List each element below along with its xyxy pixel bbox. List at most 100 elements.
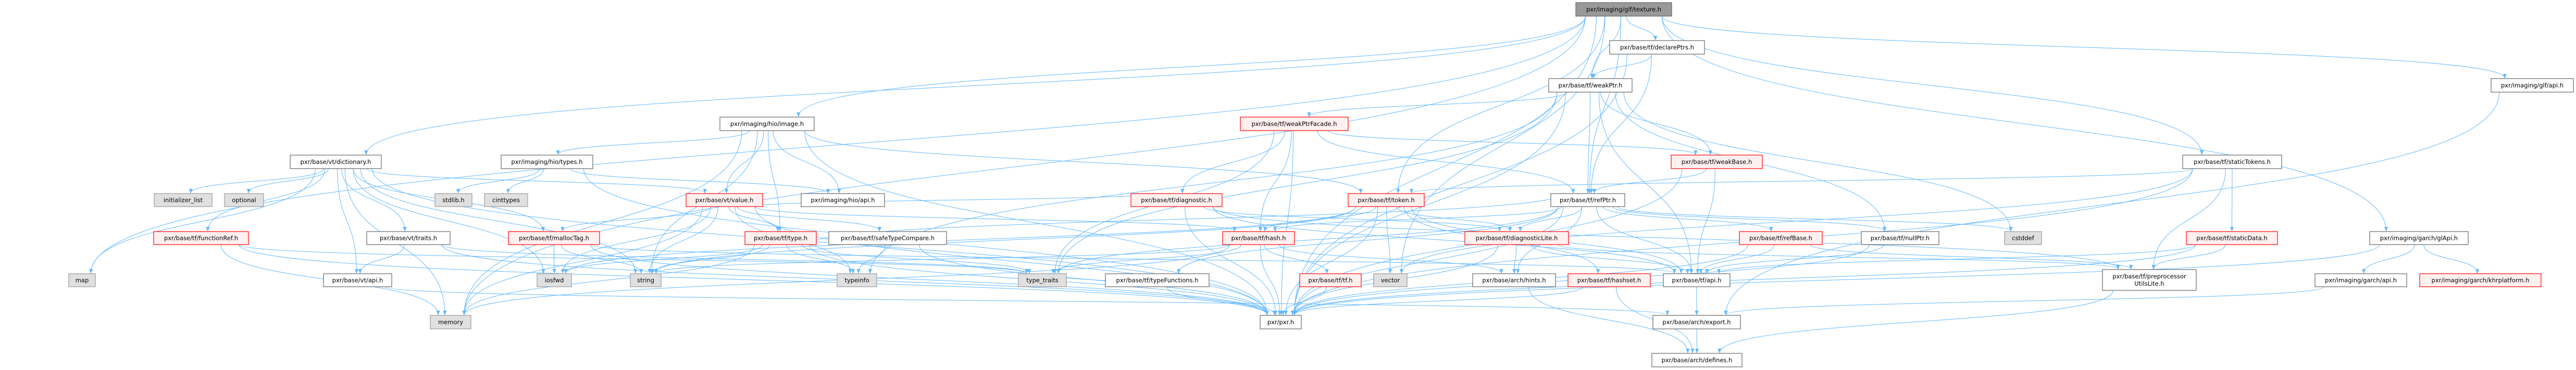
node-box[interactable] (1671, 155, 1763, 169)
node-hioTypes[interactable]: pxr/imaging/hio/types.h (501, 155, 593, 169)
node-box[interactable] (1861, 231, 1939, 245)
node-label: typeinfo (844, 277, 869, 284)
node-box[interactable] (323, 273, 392, 287)
node-vtTraits[interactable]: pxr/base/vt/traits.h (366, 231, 451, 245)
node-functionRef[interactable]: pxr/base/tf/functionRef.h (153, 231, 249, 245)
node-dictionary[interactable]: pxr/base/vt/dictionary.h (290, 155, 382, 169)
node-box[interactable] (1472, 273, 1556, 287)
node-label: pxr/base/vt/dictionary.h (301, 158, 371, 165)
node-diagnosticLite[interactable]: pxr/base/tf/diagnosticLite.h (1464, 231, 1569, 245)
node-label: pxr/imaging/garch/api.h (2325, 277, 2397, 284)
node-declarePtrs[interactable]: pxr/base/tf/declarePtrs.h (1609, 40, 1705, 55)
node-tfType[interactable]: pxr/base/tf/type.h (744, 231, 817, 245)
edge-weakBase-to-refPtr (1592, 168, 1707, 194)
node-label: pxr/imaging/glf/texture.h (1586, 6, 1661, 13)
node-label: type_traits (1026, 277, 1058, 284)
edge-refPtr-to-typeFunctions (1177, 206, 1559, 274)
node-weakPtr[interactable]: pxr/base/tf/weakPtr.h (1548, 78, 1633, 93)
node-box[interactable] (801, 193, 885, 207)
node-box[interactable] (501, 155, 593, 169)
node-defines[interactable]: pxr/base/arch/defines.h (1651, 353, 1743, 367)
node-token[interactable]: pxr/base/tf/token.h (1348, 193, 1425, 207)
edge-dictionary-to-value (366, 168, 707, 194)
edge-dictionary-to-iosfwd (353, 168, 545, 274)
node-box[interactable] (1652, 315, 1741, 329)
edge-value-to-tfType (728, 206, 780, 232)
node-refPtr[interactable]: pxr/base/tf/refPtr.h (1550, 193, 1625, 207)
node-label: pxr/base/tf/diagnosticLite.h (1476, 235, 1558, 242)
node-box[interactable] (1609, 40, 1705, 55)
node-label: pxr/base/tf/weakBase.h (1682, 158, 1752, 165)
node-hash[interactable]: pxr/base/tf/hash.h (1222, 231, 1295, 245)
node-export[interactable]: pxr/base/arch/export.h (1652, 315, 1741, 329)
node-box[interactable] (1240, 117, 1349, 131)
node-texture: pxr/imaging/glf/texture.h (1575, 2, 1672, 17)
node-weakPtrFacade[interactable]: pxr/base/tf/weakPtrFacade.h (1240, 117, 1349, 131)
edge-refPtr-to-tfApi (1596, 206, 1694, 274)
node-box[interactable] (290, 155, 382, 169)
node-garchApi[interactable]: pxr/imaging/garch/api.h (2314, 273, 2407, 287)
node-box[interactable] (366, 231, 451, 245)
node-box[interactable] (1348, 193, 1425, 207)
node-glfApi[interactable]: pxr/imaging/glf/api.h (2491, 78, 2574, 93)
node-box[interactable] (828, 231, 947, 245)
node-box[interactable] (1222, 231, 1295, 245)
node-box[interactable] (1130, 193, 1223, 207)
node-box[interactable] (744, 231, 817, 245)
node-typeFunctions[interactable]: pxr/base/tf/typeFunctions.h (1105, 273, 1210, 287)
node-hints[interactable]: pxr/base/arch/hints.h (1472, 273, 1556, 287)
node-box[interactable] (1260, 315, 1302, 329)
node-box[interactable] (2182, 155, 2282, 169)
node-box[interactable] (153, 231, 249, 245)
node-box[interactable] (1651, 353, 1743, 367)
node-box[interactable] (2369, 231, 2469, 245)
node-box[interactable] (1739, 231, 1823, 245)
node-box[interactable] (2419, 273, 2542, 287)
node-tfApi[interactable]: pxr/base/tf/api.h (1663, 273, 1731, 287)
node-label: pxr/base/arch/hints.h (1482, 277, 1546, 284)
node-box[interactable] (508, 231, 600, 245)
node-label: map (76, 277, 89, 284)
node-khr[interactable]: pxr/imaging/garch/khrplatform.h (2419, 273, 2542, 287)
node-string: string (630, 273, 662, 287)
node-box[interactable] (1550, 193, 1625, 207)
node-box[interactable] (1663, 273, 1731, 287)
node-label: pxr/base/tf/hash.h (1231, 235, 1286, 242)
node-value[interactable]: pxr/base/vt/value.h (686, 193, 763, 207)
node-safeTypeCompare[interactable]: pxr/base/tf/safeTypeCompare.h (828, 231, 947, 245)
node-label: pxr/base/tf/typeFunctions.h (1116, 277, 1199, 284)
node-weakBase[interactable]: pxr/base/tf/weakBase.h (1671, 155, 1763, 169)
node-initList: initializer_list (154, 193, 213, 207)
node-box[interactable] (2314, 273, 2407, 287)
node-mallocTag[interactable]: pxr/base/tf/mallocTag.h (508, 231, 600, 245)
node-staticData[interactable]: pxr/base/tf/staticData.h (2186, 231, 2278, 245)
edge-texture-to-dictionary (364, 16, 1586, 155)
node-hashset[interactable]: pxr/base/tf/hashset.h (1567, 273, 1651, 287)
node-box[interactable] (2491, 78, 2574, 93)
node-image[interactable]: pxr/imaging/hio/image.h (719, 117, 815, 131)
edge-refPtr-to-nullPtr (1612, 206, 1886, 232)
node-pxr[interactable]: pxr/pxr.h (1260, 315, 1302, 329)
edge-tfType-to-typeTraits (801, 244, 1031, 274)
node-tfH[interactable]: pxr/base/tf/tf.h (1299, 273, 1362, 287)
node-refBase[interactable]: pxr/base/tf/refBase.h (1739, 231, 1823, 245)
node-box[interactable] (2186, 231, 2278, 245)
node-vtApi[interactable]: pxr/base/vt/api.h (323, 273, 392, 287)
node-box[interactable] (686, 193, 763, 207)
node-box[interactable] (1105, 273, 1210, 287)
node-box[interactable] (1567, 273, 1651, 287)
node-box[interactable] (1464, 231, 1569, 245)
edge-staticData-to-pxr (1292, 244, 2196, 315)
node-box[interactable] (2102, 269, 2197, 291)
node-box[interactable] (719, 117, 815, 131)
node-staticTokens[interactable]: pxr/base/tf/staticTokens.h (2182, 155, 2282, 169)
node-diagnostic[interactable]: pxr/base/tf/diagnostic.h (1130, 193, 1223, 207)
edge-diagnosticLite-to-preproc (1558, 244, 2120, 270)
node-hioApi[interactable]: pxr/imaging/hio/api.h (801, 193, 885, 207)
node-glApi[interactable]: pxr/imaging/garch/glApi.h (2369, 231, 2469, 245)
node-box[interactable] (1299, 273, 1362, 287)
node-box[interactable] (1548, 78, 1633, 93)
node-box (1018, 273, 1067, 287)
node-nullPtr[interactable]: pxr/base/tf/nullPtr.h (1861, 231, 1939, 245)
